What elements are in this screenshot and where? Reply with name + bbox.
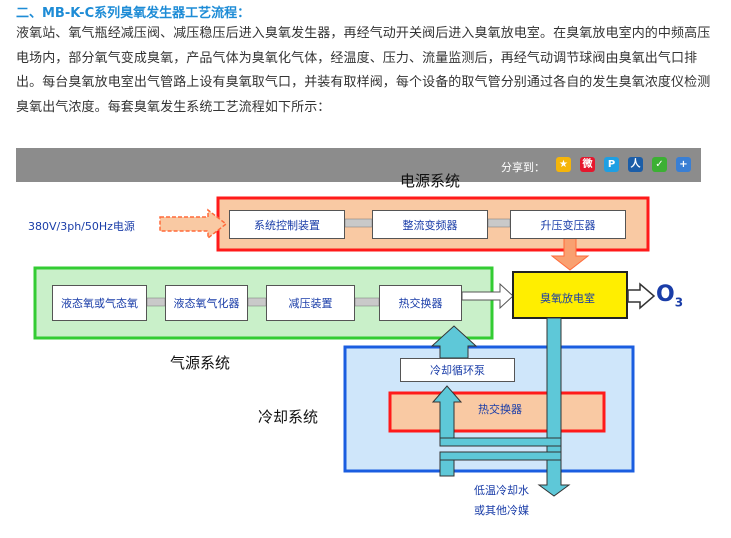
coolant-label-line1: 低温冷却水 bbox=[474, 484, 529, 497]
cooling-heat-exchanger-box bbox=[388, 391, 606, 433]
return-pipe-up-arrow bbox=[430, 325, 478, 359]
ozone-output-label: O3 bbox=[656, 282, 684, 310]
power-input-arrow bbox=[159, 208, 228, 240]
renren-icon[interactable]: 人 bbox=[628, 157, 643, 172]
section-heading: 二、MB-K-C系列臭氧发生器工艺流程： bbox=[16, 6, 251, 21]
chamber-drop-pipe bbox=[546, 317, 562, 457]
gas-to-chamber-arrow bbox=[461, 282, 514, 310]
more-share-icon[interactable]: + bbox=[676, 157, 691, 172]
ozone-output-arrow bbox=[627, 282, 656, 310]
horizontal-manifold-bottom bbox=[439, 451, 562, 461]
gas-system-label: 气源系统 bbox=[170, 354, 231, 372]
coolant-inlet-arrow bbox=[439, 459, 455, 477]
power-input-label: 380V/3ph/50Hz电源 bbox=[28, 220, 135, 233]
weibo-icon[interactable]: 微 bbox=[580, 157, 595, 172]
step-up-transformer-box: 升压变压器 bbox=[510, 210, 626, 239]
tencent-weibo-icon[interactable]: P bbox=[604, 157, 619, 172]
oxygen-source-box: 液态氧或气态氧 bbox=[52, 285, 147, 321]
power-system-label: 电源系统 bbox=[400, 172, 461, 190]
gas-heat-exchanger-box: 热交换器 bbox=[379, 285, 462, 321]
horizontal-manifold-top bbox=[439, 437, 562, 447]
wechat-icon[interactable]: ✓ bbox=[652, 157, 667, 172]
pressure-reducer-box: 减压装置 bbox=[266, 285, 355, 321]
coolant-outlet-arrow bbox=[537, 459, 571, 497]
pump-to-exchanger-arrow bbox=[431, 385, 463, 439]
discharge-chamber-label: 臭氧放电室 bbox=[540, 292, 595, 305]
qzone-icon[interactable]: ★ bbox=[556, 157, 571, 172]
discharge-chamber-box bbox=[512, 271, 628, 319]
oxygen-vaporizer-box: 液态氧气化器 bbox=[165, 285, 248, 321]
process-description: 液氧站、氧气瓶经减压阀、减压稳压后进入臭氧发生器，再经气动开关阀后进入臭氧放电室… bbox=[16, 26, 711, 115]
coolant-label-line2: 或其他冷媒 bbox=[474, 504, 529, 517]
system-controller-box: 系统控制装置 bbox=[229, 210, 345, 239]
share-label: 分享到： bbox=[501, 161, 545, 174]
cooling-system-label: 冷却系统 bbox=[258, 408, 319, 426]
cooling-pump-box: 冷却循环泵 bbox=[400, 358, 515, 382]
cooling-heat-exchanger-label: 热交换器 bbox=[478, 403, 522, 416]
rectifier-inverter-box: 整流变频器 bbox=[372, 210, 488, 239]
power-to-chamber-arrow bbox=[550, 236, 590, 271]
